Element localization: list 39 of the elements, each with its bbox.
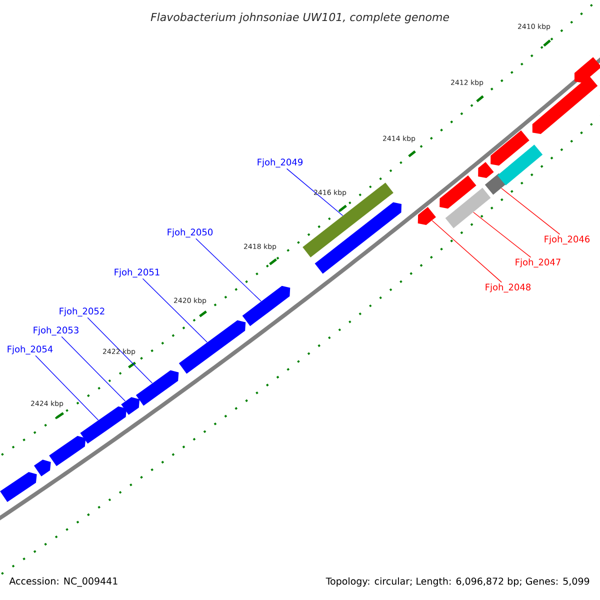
gene-label: Fjoh_2046 <box>544 236 590 244</box>
gene-label: Fjoh_2054 <box>8 346 53 354</box>
gene-label: Fjoh_2051 <box>114 268 160 278</box>
gene-feature <box>478 162 494 178</box>
gene-label: Fjoh_2053 <box>34 326 78 336</box>
title: Flavobacterium johnsoniae UW101, complete genome <box>150 12 449 24</box>
gene-feature <box>80 406 127 444</box>
gene-feature <box>136 370 179 406</box>
gene-feature <box>49 436 86 466</box>
gene-feature <box>497 144 543 186</box>
gene-feature <box>314 202 402 274</box>
gene-feature <box>242 286 290 326</box>
gene-feature <box>532 76 598 134</box>
gene-feature <box>178 320 246 374</box>
accession-text: Accession: NC_009441 <box>9 577 118 587</box>
gene-label: Fjoh_2052 <box>60 308 104 316</box>
leader-line <box>432 220 502 283</box>
gene-feature <box>490 130 530 166</box>
genome-info-text: Topology: circular; Length: 6,096,872 bp; Genes: 5,099 <box>326 577 590 587</box>
leader-line <box>61 336 126 402</box>
gene-feature <box>121 397 140 415</box>
leader-line <box>501 188 560 235</box>
leader-line <box>473 212 532 258</box>
gene-label: Fjoh_2050 <box>168 228 213 238</box>
gene-label: Fjoh_2047 <box>516 258 560 268</box>
gene-label: Fjoh_2049 <box>258 158 303 168</box>
gene-feature <box>574 57 600 83</box>
gene-feature <box>34 460 51 476</box>
leader-line <box>142 278 208 343</box>
gene-feature <box>418 207 436 225</box>
gene-label: Fjoh_2048 <box>486 284 531 292</box>
leader-line <box>286 168 344 216</box>
leader-line <box>87 317 153 384</box>
gene-feature <box>0 472 37 502</box>
gene-feature <box>440 175 476 209</box>
gene-feature <box>445 188 491 228</box>
leader-line <box>196 238 262 302</box>
gene-feature <box>302 182 394 258</box>
leader-line <box>35 355 99 420</box>
